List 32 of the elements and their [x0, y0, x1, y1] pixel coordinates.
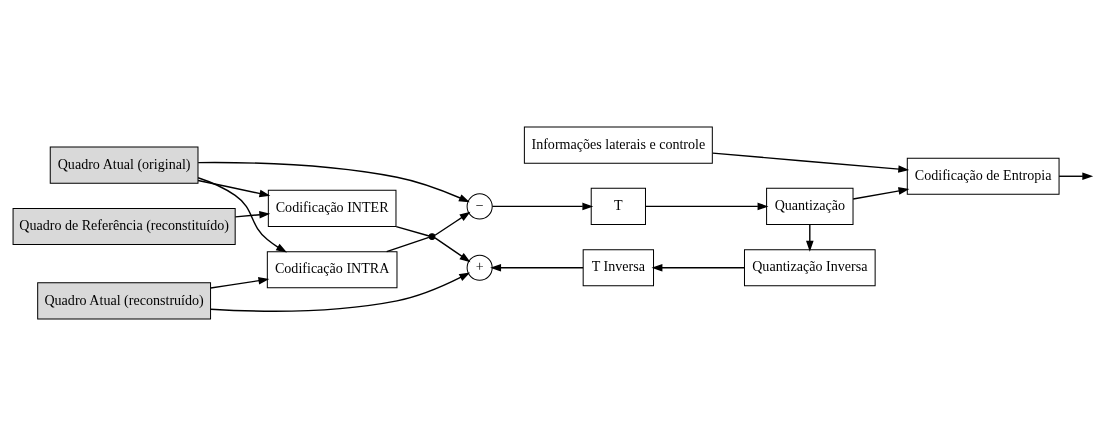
arrow	[210, 272, 471, 312]
node-circle: −	[466, 192, 493, 219]
arrow	[645, 202, 769, 210]
node-box: Informações laterais e controle	[523, 126, 713, 164]
node-box: Quadro Atual (original)	[49, 146, 199, 184]
arrow	[1058, 171, 1094, 180]
connector	[385, 236, 430, 252]
arrow	[210, 276, 270, 289]
arrow	[434, 211, 471, 236]
arrow	[197, 176, 287, 253]
connector	[395, 225, 430, 237]
arrow	[197, 161, 470, 202]
node-box: Quantização	[766, 187, 854, 225]
node-box: Codificação INTER	[267, 189, 397, 227]
arrow	[434, 236, 471, 262]
node-box: Quantização Inversa	[743, 248, 876, 286]
node-box: T	[590, 187, 646, 225]
arrow	[490, 263, 584, 272]
node-circle: +	[466, 254, 493, 281]
arrow	[491, 202, 594, 210]
node-box: Quadro de Referência (reconstituído)	[12, 207, 236, 245]
arrow	[712, 151, 910, 173]
node-box: T Inversa	[582, 248, 655, 286]
arrow	[197, 179, 271, 197]
node-box: Codificação de Entropia	[906, 157, 1060, 195]
arrow	[852, 186, 910, 200]
node-switch	[428, 232, 436, 240]
node-box: Codificação INTRA	[266, 250, 398, 288]
arrow	[234, 210, 271, 219]
arrow	[806, 223, 814, 252]
arrow	[651, 263, 745, 272]
node-box: Quadro Atual (reconstruído)	[37, 281, 212, 319]
